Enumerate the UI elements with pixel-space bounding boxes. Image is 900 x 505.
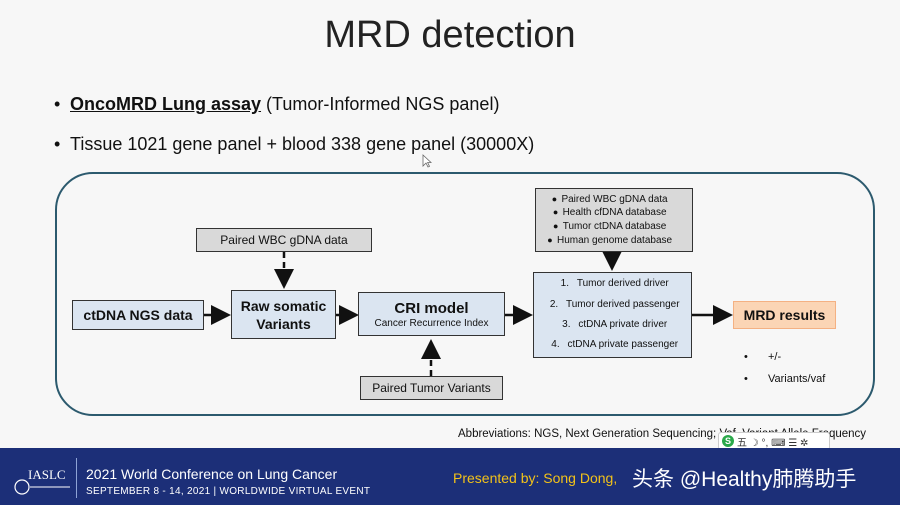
ctdna-ngs-label: ctDNA NGS data [83, 307, 193, 323]
panel-desc: Tissue 1021 gene panel + blood 338 gene … [70, 134, 535, 154]
sogou-logo-icon[interactable]: S [722, 435, 734, 447]
assay-desc: (Tumor-Informed NGS panel) [261, 94, 500, 114]
iaslc-logo-text: IASLC [28, 467, 66, 482]
raw-somatic-line2: Variants [256, 315, 311, 332]
watermark: 头条 @Healthy肺腾助手 [632, 468, 857, 491]
mrd-results-box: MRD results [733, 301, 836, 329]
ime-toolbar[interactable]: S 五 ☽ °, ⌨ ☰ ✲ [718, 432, 830, 450]
assay-name: OncoMRD Lung assay [70, 94, 262, 114]
paired-tumor-label: Paired Tumor Variants [372, 381, 491, 395]
database-item: ●Human genome database [547, 234, 673, 246]
bullet-panel: • Tissue 1021 gene panel + blood 338 gene… [54, 134, 534, 155]
diagram-frame [55, 172, 875, 416]
category-item: 4.ctDNA private passenger [551, 339, 679, 351]
slide-title: MRD detection [324, 14, 576, 56]
database-list: ●Paired WBC gDNA data ●Health cfDNA data… [543, 193, 672, 247]
output-item: •+/- [744, 351, 782, 363]
footer-divider [76, 458, 77, 498]
category-item: 1.Tumor derived driver [560, 278, 669, 290]
conference-title: 2021 World Conference on Lung Cancer [86, 466, 338, 482]
conference-dates: SEPTEMBER 8 - 14, 2021 | WORLDWIDE VIRTU… [86, 486, 371, 497]
databases-box: ●Paired WBC gDNA data ●Health cfDNA data… [535, 188, 693, 252]
category-item: 3.ctDNA private driver [562, 319, 668, 330]
database-item: ●Health cfDNA database [552, 207, 667, 219]
bullet-assay: • OncoMRD Lung assay (Tumor-Informed NGS … [54, 94, 499, 115]
ime-toolbar-icons[interactable]: 五 ☽ °, ⌨ ☰ ✲ [737, 437, 809, 449]
database-item: ●Paired WBC gDNA data [551, 193, 668, 205]
paired-tumor-box: Paired Tumor Variants [360, 376, 503, 400]
ctdna-ngs-box: ctDNA NGS data [72, 300, 204, 330]
iaslc-logo: IASLC [10, 463, 72, 497]
iaslc-logo-icon [14, 479, 70, 495]
mrd-results-label: MRD results [743, 307, 826, 323]
cri-title: CRI model [394, 299, 469, 317]
presenter-credit: Presented by: Song Dong, [453, 470, 618, 486]
paired-wbc-label: Paired WBC gDNA data [220, 233, 348, 247]
raw-somatic-box: Raw somatic Variants [231, 290, 336, 339]
category-list: 1.Tumor derived driver 2.Tumor derived p… [542, 274, 680, 356]
bullet-dot: • [54, 94, 61, 114]
output-item: •Variants/vaf [744, 373, 826, 385]
variant-categories-box: 1.Tumor derived driver 2.Tumor derived p… [533, 272, 692, 358]
raw-somatic-line1: Raw somatic [240, 297, 327, 314]
cri-subtitle: Cancer Recurrence Index [374, 317, 489, 329]
footer-banner [0, 448, 900, 505]
cri-model-box: CRI model Cancer Recurrence Index [358, 292, 505, 336]
bullet-dot: • [54, 134, 61, 154]
database-item: ●Tumor ctDNA database [553, 221, 667, 232]
category-item: 2.Tumor derived passenger [549, 298, 680, 310]
mouse-cursor-icon [422, 154, 432, 168]
paired-wbc-box: Paired WBC gDNA data [196, 228, 372, 252]
mrd-outputs: •+/- •Variants/vaf [744, 346, 825, 390]
